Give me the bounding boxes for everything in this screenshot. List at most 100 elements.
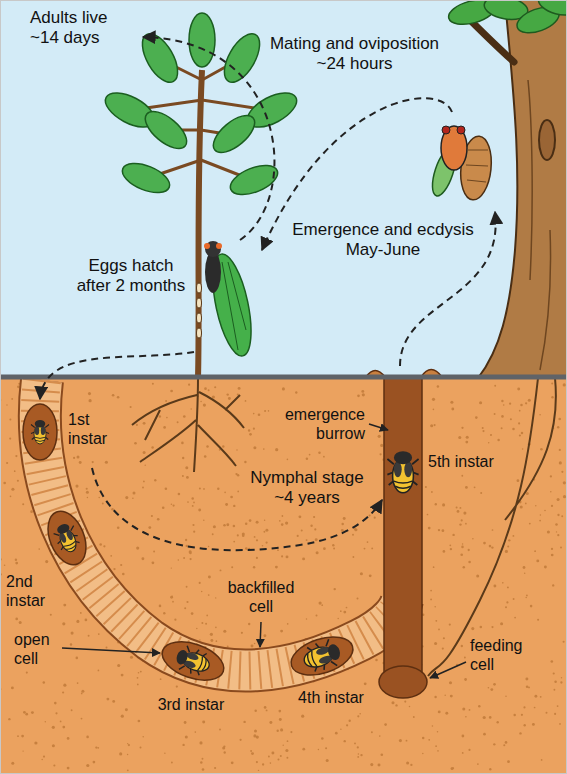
soil-speckle xyxy=(541,759,543,761)
soil-speckle xyxy=(503,404,505,406)
soil-speckle xyxy=(262,545,264,547)
soil-speckle xyxy=(38,548,40,550)
egg-nest xyxy=(197,328,202,338)
soil-speckle xyxy=(505,550,508,553)
soil-speckle xyxy=(428,739,430,741)
soil-speckle xyxy=(443,550,446,553)
soil-speckle xyxy=(465,716,467,718)
soil-speckle xyxy=(253,566,255,568)
soil-speckle xyxy=(243,721,245,723)
sapling-leaf xyxy=(189,13,215,67)
soil-speckle xyxy=(251,645,254,648)
soil-speckle xyxy=(130,406,132,408)
soil-speckle xyxy=(380,753,383,756)
soil-speckle xyxy=(370,763,373,766)
soil-speckle xyxy=(546,712,548,714)
soil-speckle xyxy=(163,426,166,429)
soil-speckle xyxy=(457,510,460,513)
soil-speckle xyxy=(460,553,463,556)
tree-root xyxy=(428,378,556,676)
soil-speckle xyxy=(282,387,285,390)
soil-speckle xyxy=(208,594,210,596)
soil-speckle xyxy=(182,744,184,746)
soil-speckle xyxy=(238,387,241,390)
soil-speckle xyxy=(557,426,559,428)
soil-speckle xyxy=(227,393,229,395)
soil-speckle xyxy=(310,525,312,527)
soil-speckle xyxy=(186,476,189,479)
soil-speckle xyxy=(205,623,207,625)
stage-label: 3rd instar xyxy=(145,695,237,714)
cicada-head xyxy=(205,241,221,257)
soil-speckle xyxy=(302,557,305,560)
soil-speckle xyxy=(519,732,521,734)
soil-speckle xyxy=(501,400,503,402)
soil-speckle xyxy=(434,642,437,645)
soil-speckle xyxy=(199,487,201,489)
soil-speckle xyxy=(193,502,195,504)
soil-speckle xyxy=(277,549,279,551)
soil-speckle xyxy=(520,505,523,508)
soil-speckle xyxy=(507,760,510,763)
soil-speckle xyxy=(557,514,559,516)
soil-speckle xyxy=(519,434,521,436)
soil-speckle xyxy=(117,664,120,667)
soil-speckle xyxy=(323,456,325,458)
soil-speckle xyxy=(352,556,354,558)
soil-speckle xyxy=(233,541,235,543)
soil-speckle xyxy=(378,763,381,766)
soil-speckle xyxy=(222,445,224,447)
soil-speckle xyxy=(290,731,292,733)
soil-speckle xyxy=(23,711,26,714)
soil-speckle xyxy=(323,547,326,550)
soil-speckle xyxy=(449,544,451,546)
soil-speckle xyxy=(152,383,154,385)
soil-speckle xyxy=(559,461,562,464)
soil-speckle xyxy=(25,713,28,716)
stage-label: backfilled cell xyxy=(220,578,302,616)
soil-speckle xyxy=(482,430,484,432)
soil-speckle xyxy=(185,539,187,541)
soil-speckle xyxy=(140,747,142,749)
soil-speckle xyxy=(88,392,91,395)
soil-speckle xyxy=(384,723,387,726)
soil-speckle xyxy=(86,736,89,739)
soil-speckle xyxy=(196,628,198,630)
soil-speckle xyxy=(214,386,216,388)
soil-speckle xyxy=(253,734,256,737)
soil-speckle xyxy=(220,569,222,571)
soil-speckle xyxy=(103,545,105,547)
soil-speckle xyxy=(371,731,373,733)
soil-speckle xyxy=(192,524,194,526)
soil-speckle xyxy=(177,421,179,423)
soil-speckle xyxy=(199,741,202,744)
soil-speckle xyxy=(117,396,120,399)
soil-speckle xyxy=(22,750,23,751)
soil-speckle xyxy=(230,496,233,499)
ground-surface xyxy=(0,375,567,380)
tunnel-wall xyxy=(40,380,402,670)
soil-speckle xyxy=(171,596,172,597)
soil-speckle xyxy=(343,517,346,520)
soil-speckle xyxy=(550,491,552,493)
soil-speckle xyxy=(151,515,153,517)
soil-speckle xyxy=(212,395,215,398)
soil-speckle xyxy=(463,566,465,568)
soil-speckle xyxy=(438,629,440,631)
soil-speckle xyxy=(551,505,553,507)
backfill-striation xyxy=(40,380,402,670)
soil-speckle xyxy=(369,514,371,516)
soil-speckle xyxy=(266,542,268,544)
cicada-body xyxy=(205,251,221,293)
soil-speckle xyxy=(19,621,22,624)
soil-speckle xyxy=(281,555,283,557)
soil-speckle xyxy=(256,761,258,763)
soil-speckle xyxy=(380,444,383,447)
label-box: 3rd instar xyxy=(145,695,237,714)
soil-speckle xyxy=(489,768,491,770)
soil-speckle xyxy=(425,486,427,488)
soil-speckle xyxy=(251,752,254,755)
soil-speckle xyxy=(497,721,499,723)
soil-speckle xyxy=(512,535,514,537)
